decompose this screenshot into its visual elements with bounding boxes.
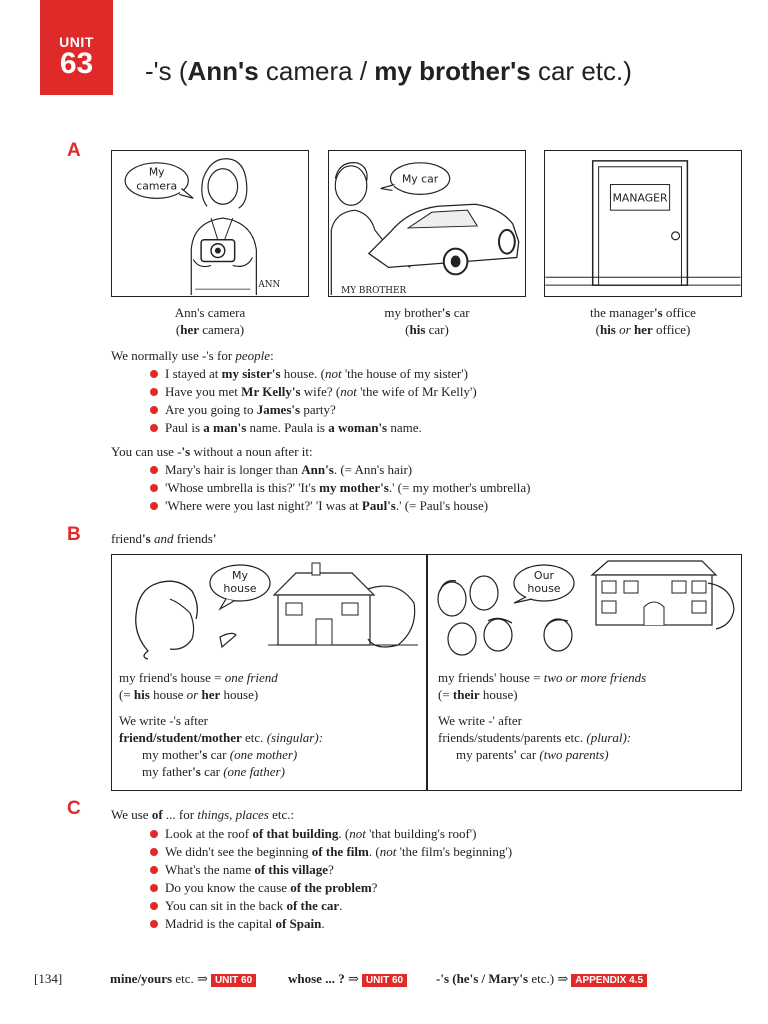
intro-people: We normally use -'s for people: (111, 348, 274, 363)
illustration-brother-car: My car MY BROTHER (328, 150, 526, 297)
illustration-ann-camera: My camera ANN (111, 150, 309, 297)
list-item: Do you know the cause of the problem? (150, 879, 512, 897)
bubble-line-2: house (223, 582, 256, 595)
right-rule-words: friends/students/parents etc. (plural): (438, 730, 632, 745)
bubble-line-2: camera (136, 179, 177, 192)
page-title: -'s (Ann's camera / my brother's car etc… (145, 56, 632, 86)
ann-camera-drawing: My camera ANN (124, 158, 280, 296)
brother-car-drawing: My car MY BROTHER (330, 162, 520, 296)
appendix-ref-badge: APPENDIX 4.5 (571, 974, 648, 987)
list-item: Madrid is the capital of Spain. (150, 915, 512, 933)
page-number: [134] (34, 971, 63, 986)
unit-ref-badge: UNIT 60 (361, 974, 408, 987)
section-letter-a: A (67, 140, 81, 161)
bubble-line-1: My (232, 569, 248, 582)
list-item: Paul is a man's name. Paula is a woman's… (150, 419, 477, 437)
left-pronoun: (= his house or her house) (119, 687, 259, 702)
section-b-heading: friend's and friends' (111, 531, 217, 546)
my-house-drawing: My house (135, 562, 418, 660)
our-house-drawing: Our house (437, 560, 735, 656)
left-definition: my friend's house = one friend (119, 670, 278, 685)
unit-badge: UNIT 63 (40, 0, 113, 95)
door-sign-text: MANAGER (613, 191, 668, 204)
list-item: We didn't see the beginning of the film.… (150, 843, 512, 861)
picture-label-ann: ANN (257, 280, 280, 290)
caption-manager-office: the manager's office (his or her office) (590, 305, 696, 337)
list-item: Mary's hair is longer than Ann's. (= Ann… (150, 461, 530, 479)
list-item: Are you going to James's party? (150, 401, 477, 419)
list-item: 'Whose umbrella is this?' 'It's my mothe… (150, 479, 530, 497)
without-noun-list: Mary's hair is longer than Ann's. (= Ann… (150, 461, 530, 515)
left-rule: We write -'s after (119, 713, 209, 728)
arrow-icon: ⇒ (347, 971, 359, 986)
unit-ref-badge: UNIT 60 (210, 974, 257, 987)
left-example-2: my father's car (one father) (142, 764, 285, 779)
intro-of: We use of ... for things, places etc.: (111, 807, 295, 822)
unit-number: 63 (59, 47, 94, 80)
bubble-line-1: My (149, 166, 165, 179)
of-examples-list: Look at the roof of that building. (not … (150, 825, 512, 933)
arrow-icon: ⇒ (197, 971, 208, 986)
bubble-line-1: Our (534, 569, 555, 582)
footer-link-appendix[interactable]: -'s (he's / Mary's etc.) ⇒APPENDIX 4.5 (436, 971, 648, 987)
left-rule-words: friend/student/mother etc. (singular): (119, 730, 324, 745)
friends-comparison-box: My house Our house my friend's hous (111, 554, 742, 791)
left-example-1: my mother's car (one mother) (142, 747, 298, 762)
right-definition: my friends' house = two or more friends (438, 670, 647, 685)
bubble-line-1: My car (402, 173, 439, 186)
right-rule: We write -' after (438, 713, 522, 728)
right-example-1: my parents' car (two parents) (456, 747, 609, 762)
list-item: Look at the roof of that building. (not … (150, 825, 512, 843)
caption-ann-camera: Ann's camera (her camera) (174, 305, 246, 337)
intro-without-noun: You can use -'s without a noun after it: (111, 444, 313, 459)
unit-label: UNIT (59, 34, 94, 50)
footer-link-whose[interactable]: whose ... ? ⇒UNIT 60 (288, 971, 408, 987)
right-pronoun: (= their house) (438, 687, 518, 702)
picture-label-brother: MY BROTHER (341, 286, 406, 296)
list-item: I stayed at my sister's house. (not 'the… (150, 365, 477, 383)
page-footer: [134] mine/yours etc. ⇒UNIT 60 whose ...… (0, 968, 768, 988)
bubble-line-2: house (527, 582, 560, 595)
list-item: What's the name of this village? (150, 861, 512, 879)
section-letter-b: B (67, 524, 81, 545)
box-divider (426, 555, 428, 790)
list-item: 'Where were you last night?' 'I was at P… (150, 497, 530, 515)
list-item: You can sit in the back of the car. (150, 897, 512, 915)
office-door-drawing: MANAGER (545, 160, 741, 286)
arrow-icon: ⇒ (557, 971, 569, 986)
illustration-manager-office: MANAGER (544, 150, 742, 297)
people-examples-list: I stayed at my sister's house. (not 'the… (150, 365, 477, 437)
section-letter-c: C (67, 798, 81, 819)
caption-brother-car: my brother's car (his car) (384, 305, 470, 337)
list-item: Have you met Mr Kelly's wife? (not 'the … (150, 383, 477, 401)
footer-link-mine-yours[interactable]: mine/yours etc. ⇒UNIT 60 (110, 971, 257, 987)
